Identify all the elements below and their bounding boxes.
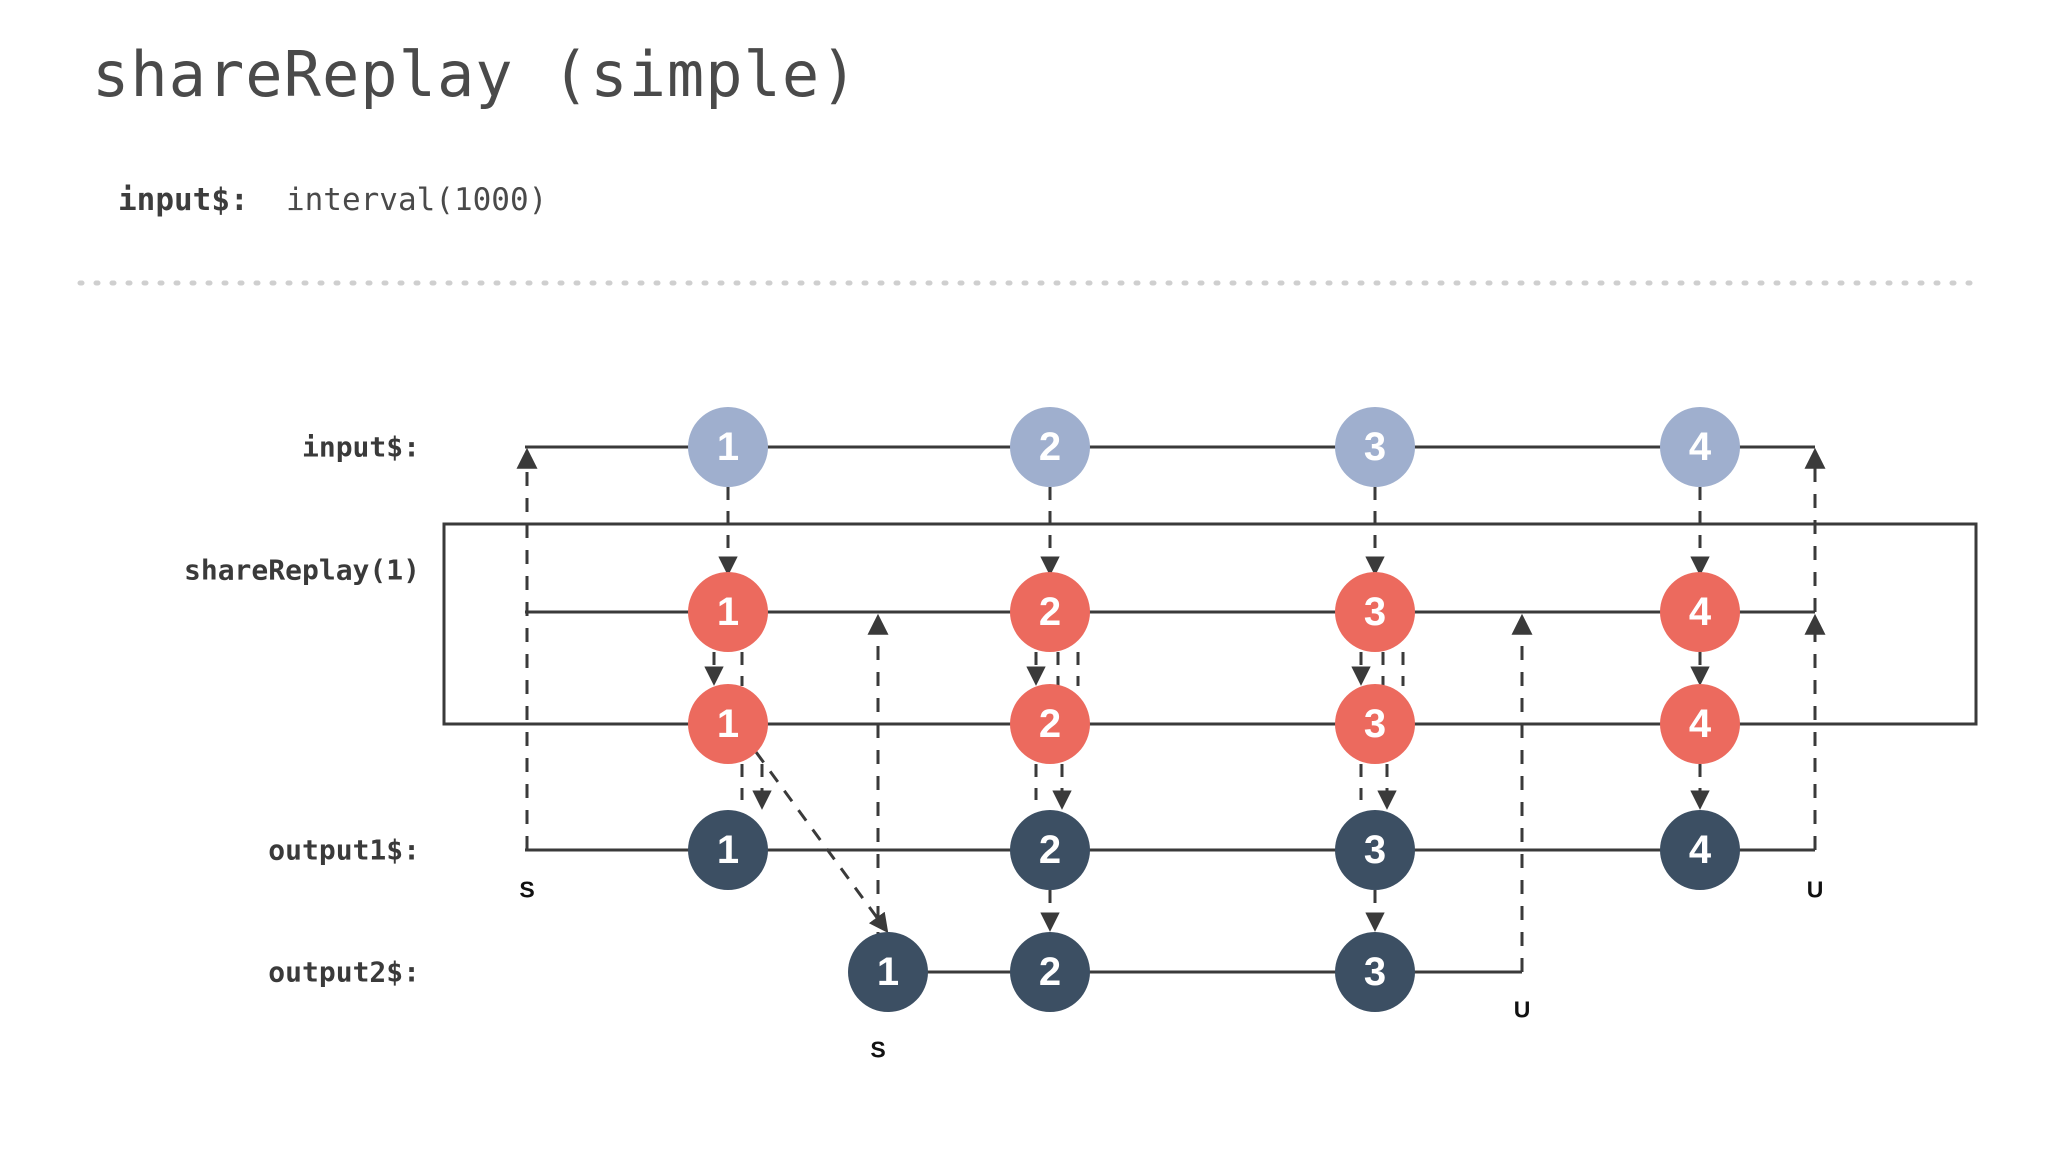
marble[interactable]: 4 xyxy=(1660,810,1740,890)
operator-upper-marbles: 1 2 3 4 xyxy=(688,572,1740,652)
marble[interactable]: 4 xyxy=(1660,572,1740,652)
marble-circle xyxy=(1010,810,1090,890)
marble-label: 4 xyxy=(1689,828,1712,872)
marble-circle xyxy=(1010,684,1090,764)
output1-unsubscribe-marker: U xyxy=(1806,876,1824,903)
input-marbles: 1 2 3 4 xyxy=(688,407,1740,487)
marble-label: 3 xyxy=(1364,590,1386,634)
marble-circle xyxy=(1660,810,1740,890)
marble-label: 3 xyxy=(1364,950,1386,994)
marble-label: 2 xyxy=(1039,828,1061,872)
marble-circle xyxy=(1660,572,1740,652)
marble[interactable]: 1 xyxy=(688,572,768,652)
marble[interactable]: 3 xyxy=(1335,810,1415,890)
marble[interactable]: 3 xyxy=(1335,684,1415,764)
marble-label: 4 xyxy=(1689,702,1712,746)
marble[interactable]: 3 xyxy=(1335,407,1415,487)
marble-label: 4 xyxy=(1689,425,1712,469)
marble-circle xyxy=(688,810,768,890)
marble-circle xyxy=(1335,932,1415,1012)
marble-label: 1 xyxy=(717,828,739,872)
marble[interactable]: 3 xyxy=(1335,572,1415,652)
marble-label: 1 xyxy=(877,950,899,994)
marble[interactable]: 2 xyxy=(1010,810,1090,890)
marble-label: 2 xyxy=(1039,590,1061,634)
marble[interactable]: 1 xyxy=(688,810,768,890)
source-label: input$: xyxy=(118,182,249,218)
marble-label: 3 xyxy=(1364,828,1386,872)
row-label-output2: output2$: xyxy=(268,955,420,989)
replay-to-output2-diagonal xyxy=(754,751,889,934)
row-label-operator: shareReplay(1) xyxy=(183,553,420,587)
marble-label: 3 xyxy=(1364,702,1386,746)
marble-circle xyxy=(1010,932,1090,1012)
source-declaration: input$: interval(1000) xyxy=(118,182,547,218)
marble-label: 2 xyxy=(1039,702,1061,746)
marble[interactable]: 4 xyxy=(1660,684,1740,764)
delivery-arrows-to-output2 xyxy=(1040,890,1385,932)
source-value: interval(1000) xyxy=(285,182,548,218)
marble-circle xyxy=(688,572,768,652)
operator-boundary-box xyxy=(442,522,1978,726)
marble[interactable]: 1 xyxy=(848,932,928,1012)
marble-label: 1 xyxy=(717,702,739,746)
output2-marbles: 1 2 3 xyxy=(848,932,1415,1012)
marble-circle xyxy=(848,932,928,1012)
marble-label: 3 xyxy=(1364,425,1386,469)
marble-circle xyxy=(1335,684,1415,764)
output2-unsubscribe-marker: U xyxy=(1513,996,1531,1023)
marble-circle xyxy=(1010,572,1090,652)
marble[interactable]: 2 xyxy=(1010,572,1090,652)
row-label-output1: output1$: xyxy=(268,833,420,867)
emission-arrows-input-to-operator xyxy=(718,487,1710,576)
output1-marbles: 1 2 3 4 xyxy=(688,810,1740,890)
marble-circle xyxy=(1335,407,1415,487)
operator-lower-marbles: 1 2 3 4 xyxy=(688,684,1740,764)
marble-circle xyxy=(688,684,768,764)
marble[interactable]: 2 xyxy=(1010,932,1090,1012)
marble[interactable]: 2 xyxy=(1010,407,1090,487)
marble-label: 2 xyxy=(1039,425,1061,469)
row-label-input: input$: xyxy=(301,430,420,464)
marble-circle xyxy=(688,407,768,487)
marble[interactable]: 1 xyxy=(688,407,768,487)
marble[interactable]: 2 xyxy=(1010,684,1090,764)
marble[interactable]: 1 xyxy=(688,684,768,764)
marble-circle xyxy=(1660,684,1740,764)
replay-arrows-upper-to-lower xyxy=(704,652,1710,686)
page-title: shareReplay (simple) xyxy=(92,38,859,111)
marble-circle xyxy=(1010,407,1090,487)
marble[interactable]: 4 xyxy=(1660,407,1740,487)
marble-label: 2 xyxy=(1039,950,1061,994)
marble-label: 1 xyxy=(717,590,739,634)
output1-subscribe-marker: S xyxy=(519,876,535,903)
marble-label: 4 xyxy=(1689,590,1712,634)
delivery-arrows-to-output1 xyxy=(740,764,1710,810)
marble-circle xyxy=(1335,810,1415,890)
marble[interactable]: 3 xyxy=(1335,932,1415,1012)
marble-circle xyxy=(1660,407,1740,487)
output2-subscribe-marker: S xyxy=(870,1036,886,1063)
marble-label: 1 xyxy=(717,425,739,469)
marble-circle xyxy=(1335,572,1415,652)
